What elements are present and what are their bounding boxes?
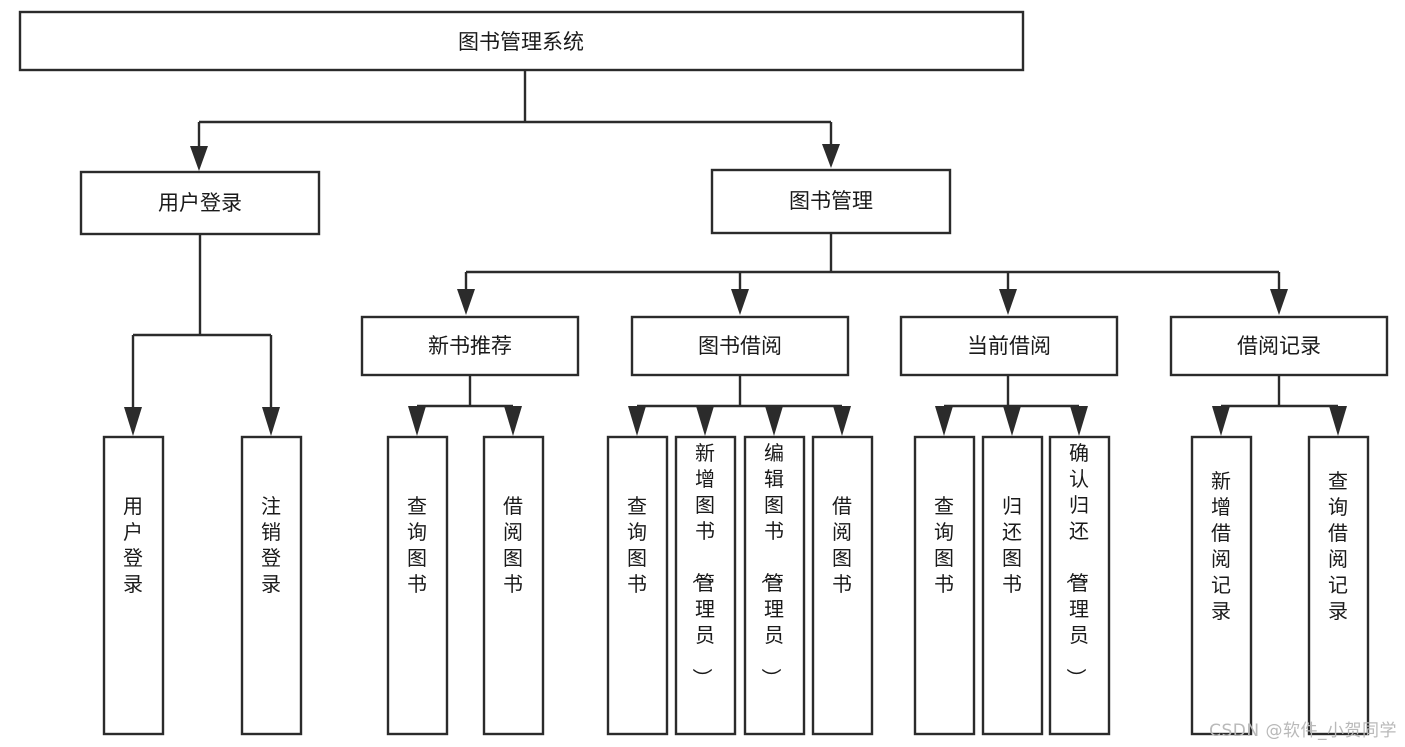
leaf-bookborrow-add-label: 新增图书（管理员） <box>690 441 715 688</box>
leaf-bookborrow-query-label: 查询图书 <box>627 494 647 596</box>
leaf-bookborrow-borrow-label: 借阅图书 <box>832 494 852 596</box>
leaf-currentborrow-return-label: 归还图书 <box>1002 494 1022 596</box>
node-book-management[interactable]: 图书管理 <box>710 168 952 235</box>
node-book-management-label: 图书管理 <box>789 189 873 213</box>
leaf-user-login-logout-label: 注销登录 <box>261 494 281 596</box>
csdn-watermark: CSDN @软件_小贺同学 <box>1209 721 1397 741</box>
node-user-login-label: 用户登录 <box>158 191 242 215</box>
leaf-borrowrecord-add[interactable]: 新增借阅记录 <box>1190 435 1253 736</box>
leaf-bookborrow-query[interactable]: 查询图书 <box>606 435 669 736</box>
leaf-currentborrow-return[interactable]: 归还图书 <box>981 435 1044 736</box>
connector-userlogin-to-leaves <box>124 234 280 436</box>
leaf-bookborrow-add[interactable]: 新增图书（管理员） <box>674 435 737 736</box>
connector-borrowrecord-to-leaves <box>1212 375 1347 436</box>
node-current-borrow[interactable]: 当前借阅 <box>899 315 1119 377</box>
leaf-borrowrecord-add-label: 新增借阅记录 <box>1211 469 1231 623</box>
node-borrow-record[interactable]: 借阅记录 <box>1169 315 1389 377</box>
leaf-borrowrecord-query[interactable]: 查询借阅记录 <box>1307 435 1370 736</box>
leaf-currentborrow-confirm-label: 确认归还（管理员） <box>1064 441 1089 688</box>
leaf-newbook-query-label: 查询图书 <box>407 494 427 596</box>
connector-newbook-to-leaves <box>408 375 522 436</box>
connector-bookborrow-to-leaves <box>628 375 851 436</box>
connector-currentborrow-to-leaves <box>935 375 1088 436</box>
connector-bookmgmt-to-level3 <box>457 233 1288 315</box>
leaf-user-login-login-label: 用户登录 <box>123 494 143 596</box>
node-book-borrow[interactable]: 图书借阅 <box>630 315 850 377</box>
node-new-book-recommend-label: 新书推荐 <box>428 334 512 358</box>
node-user-login[interactable]: 用户登录 <box>79 170 321 236</box>
node-book-borrow-label: 图书借阅 <box>698 334 782 358</box>
leaf-bookborrow-edit[interactable]: 编辑图书（管理员） <box>743 435 806 736</box>
leaf-currentborrow-confirm[interactable]: 确认归还（管理员） <box>1048 435 1111 736</box>
node-root-book-management-system[interactable]: 图书管理系统 <box>18 10 1025 72</box>
leaf-borrowrecord-query-label: 查询借阅记录 <box>1328 469 1348 623</box>
leaf-user-login-logout[interactable]: 注销登录 <box>240 435 303 736</box>
node-new-book-recommend[interactable]: 新书推荐 <box>360 315 580 377</box>
leaf-newbook-borrow-label: 借阅图书 <box>503 494 523 596</box>
leaf-bookborrow-borrow[interactable]: 借阅图书 <box>811 435 874 736</box>
leaf-newbook-query[interactable]: 查询图书 <box>386 435 449 736</box>
leaf-currentborrow-query-label: 查询图书 <box>934 494 954 596</box>
leaf-bookborrow-edit-label: 编辑图书（管理员） <box>759 441 784 688</box>
node-borrow-record-label: 借阅记录 <box>1237 334 1321 358</box>
node-current-borrow-label: 当前借阅 <box>967 334 1051 358</box>
node-root-label: 图书管理系统 <box>458 30 584 54</box>
leaf-user-login-login[interactable]: 用户登录 <box>102 435 165 736</box>
connector-root-to-level2 <box>190 70 840 171</box>
leaf-newbook-borrow[interactable]: 借阅图书 <box>482 435 545 736</box>
leaf-currentborrow-query[interactable]: 查询图书 <box>913 435 976 736</box>
